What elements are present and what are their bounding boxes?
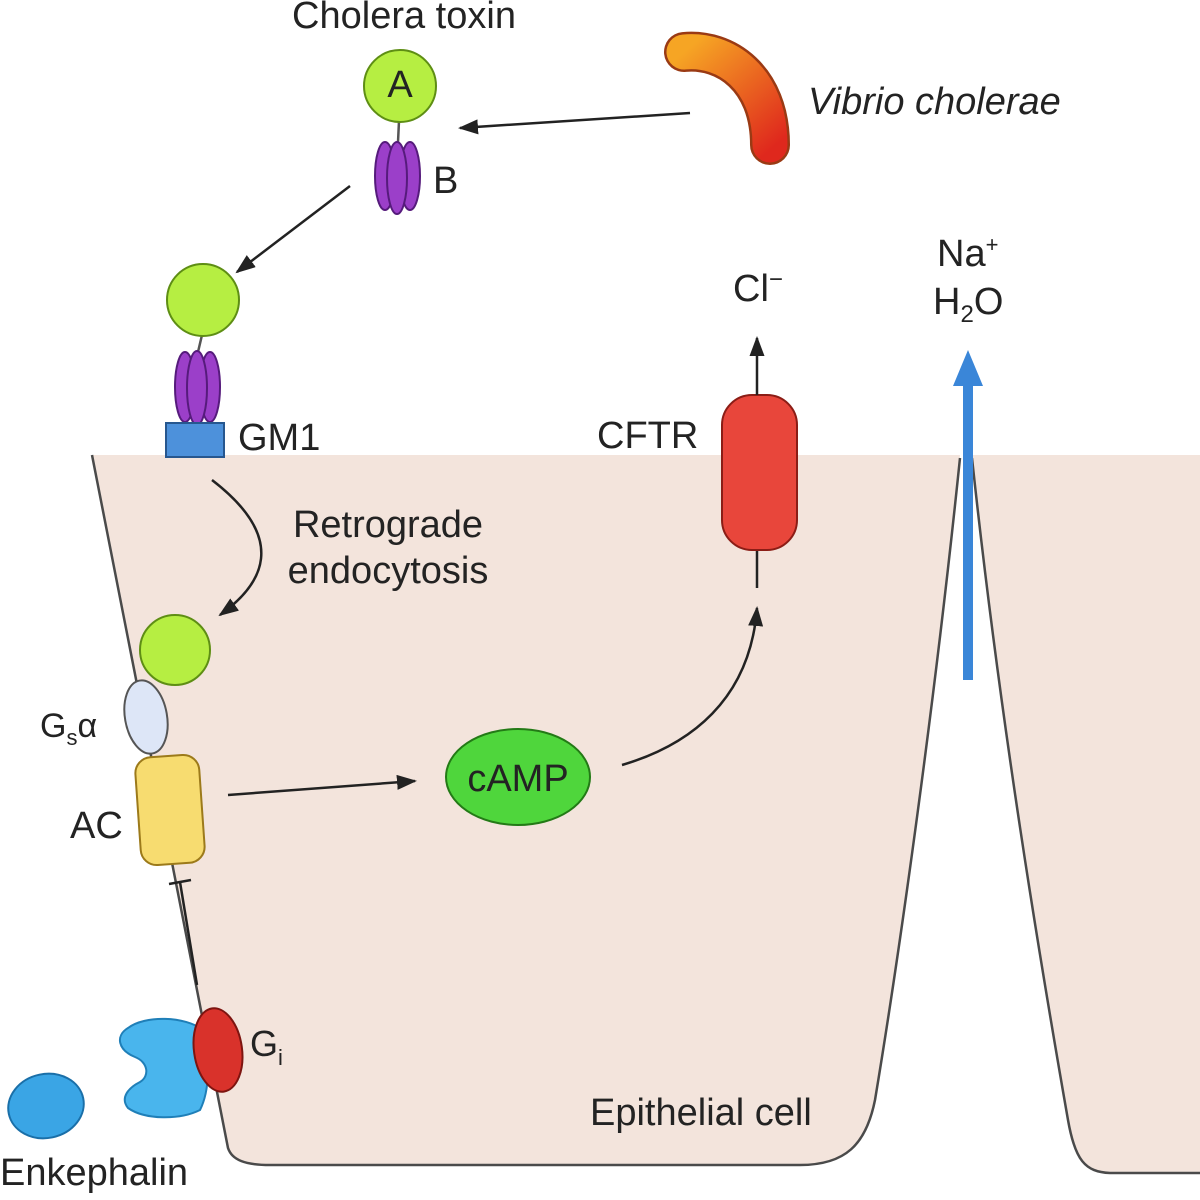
- toxin-stem: [196, 334, 204, 353]
- gi-g: G: [250, 1023, 278, 1064]
- cholera-toxin-label: Cholera toxin: [292, 0, 516, 37]
- vibrio-body: [666, 34, 788, 163]
- b-pentamer-lobe: [186, 350, 208, 426]
- gs-alpha-label: Gsα: [40, 707, 97, 750]
- cftr-label: CFTR: [597, 415, 698, 457]
- water-label: H2O: [933, 281, 1003, 328]
- gs-alpha-protein: [123, 679, 169, 755]
- arrow-vibrio-to-toxin: [458, 111, 691, 135]
- epithelial-cell-membrane: [90, 454, 962, 1167]
- arrow-ac-to-camp: [227, 774, 417, 797]
- toxin-a-subunit: [363, 49, 437, 123]
- arrow-toxin-to-gm1: [235, 185, 351, 274]
- gi-subscript: i: [278, 1045, 283, 1070]
- subunit-b-label: B: [433, 160, 458, 202]
- gs-alpha-alpha: α: [77, 707, 97, 745]
- endocytosis-label: endocytosis: [288, 550, 489, 592]
- gs-alpha-g: G: [40, 707, 66, 745]
- sodium-label: Na+: [937, 232, 998, 275]
- cholera-toxin-free: A B: [363, 49, 458, 215]
- toxin-a-subunit: [166, 263, 240, 337]
- ac-label: AC: [70, 805, 123, 847]
- chloride-charge: −: [769, 266, 783, 293]
- water-flow-arrow: [953, 350, 983, 680]
- adenylate-cyclase: [134, 753, 206, 867]
- b-pentamer-lobe: [386, 141, 408, 215]
- vibrio-cholerae-bacterium: [664, 31, 790, 165]
- chloride-label: Cl−: [733, 266, 783, 310]
- inhibition-bar: [168, 878, 192, 886]
- camp-molecule: [445, 728, 591, 826]
- arrow-retrograde-endocytosis: [211, 479, 263, 617]
- vibrio-cholerae-label: Vibrio cholerae: [808, 81, 1061, 123]
- sodium-charge: +: [986, 232, 999, 257]
- sodium-symbol: Na: [937, 233, 986, 275]
- toxin-bound-gm1: [165, 263, 240, 458]
- gs-alpha-subscript: s: [66, 725, 77, 750]
- water-subscript: 2: [960, 301, 973, 328]
- retrograde-label: Retrograde: [293, 504, 483, 546]
- enkephalin-molecule: [7, 1072, 85, 1140]
- gi-label: Gi: [250, 1023, 283, 1070]
- water-h: H: [933, 281, 960, 323]
- water-o: O: [974, 281, 1004, 323]
- inhibition-line: [178, 881, 199, 986]
- epithelial-cell-label: Epithelial cell: [590, 1092, 812, 1134]
- chloride-symbol: Cl: [733, 268, 769, 310]
- toxin-a-subunit-internal: [139, 614, 211, 686]
- gi-protein: [192, 1007, 244, 1093]
- gm1-receptor: [165, 422, 225, 458]
- water-flow-arrowhead: [953, 350, 983, 386]
- toxin-b-pentamer: [174, 350, 221, 426]
- inhibition-symbol: [168, 878, 199, 986]
- subunit-a-label: A: [387, 64, 413, 106]
- gm1-label: GM1: [238, 417, 320, 459]
- neighbor-cell-membrane: [970, 457, 1200, 1175]
- cftr-channel: [721, 394, 798, 551]
- camp-label: cAMP: [467, 758, 568, 800]
- arrow-camp-to-cftr: [621, 606, 764, 767]
- enkephalin-label: Enkephalin: [0, 1152, 188, 1194]
- toxin-b-pentamer: [374, 141, 421, 215]
- epithelial-cells: [90, 454, 1200, 1175]
- neighbor-cell-body: [972, 455, 1200, 1173]
- toxin-stem: [396, 120, 401, 143]
